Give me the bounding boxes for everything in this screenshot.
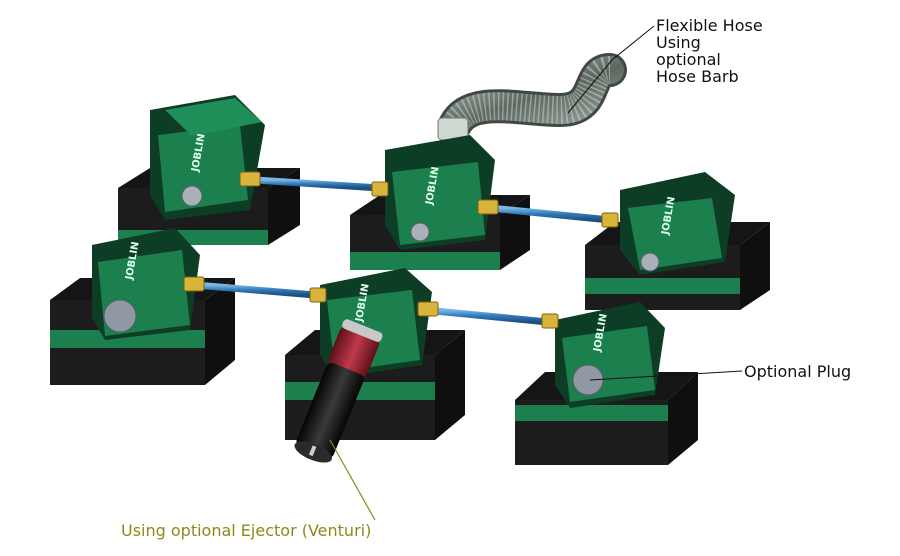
- vacuum-module-back-center: JOBLIN: [350, 135, 530, 270]
- screw-icon: [410, 222, 430, 242]
- tube-fittings: [183, 171, 619, 329]
- optional-plug-callout: Optional Plug: [744, 362, 852, 381]
- plug-icon: [103, 299, 137, 333]
- venturi-ejector: [294, 319, 383, 463]
- screw-icon: [640, 252, 660, 272]
- plug-icon: [572, 364, 604, 396]
- screw-icon: [181, 185, 203, 207]
- flexible-hose: [437, 53, 627, 142]
- vacuum-module-back-right: JOBLIN: [585, 172, 770, 310]
- vacuum-module-front-left: JOBLIN: [50, 228, 235, 385]
- vacuum-module-front-right: JOBLIN: [515, 302, 698, 465]
- vacuum-module-back-left: JOBLIN: [118, 95, 300, 245]
- ejector-callout: Using optional Ejector (Venturi): [121, 521, 372, 540]
- flexible-hose-callout: Flexible Hose Using optional Hose Barb: [656, 16, 763, 86]
- air-tubes-back-row: [254, 176, 611, 224]
- air-tubes-front-row: [194, 281, 549, 326]
- leader-lines: [329, 25, 743, 521]
